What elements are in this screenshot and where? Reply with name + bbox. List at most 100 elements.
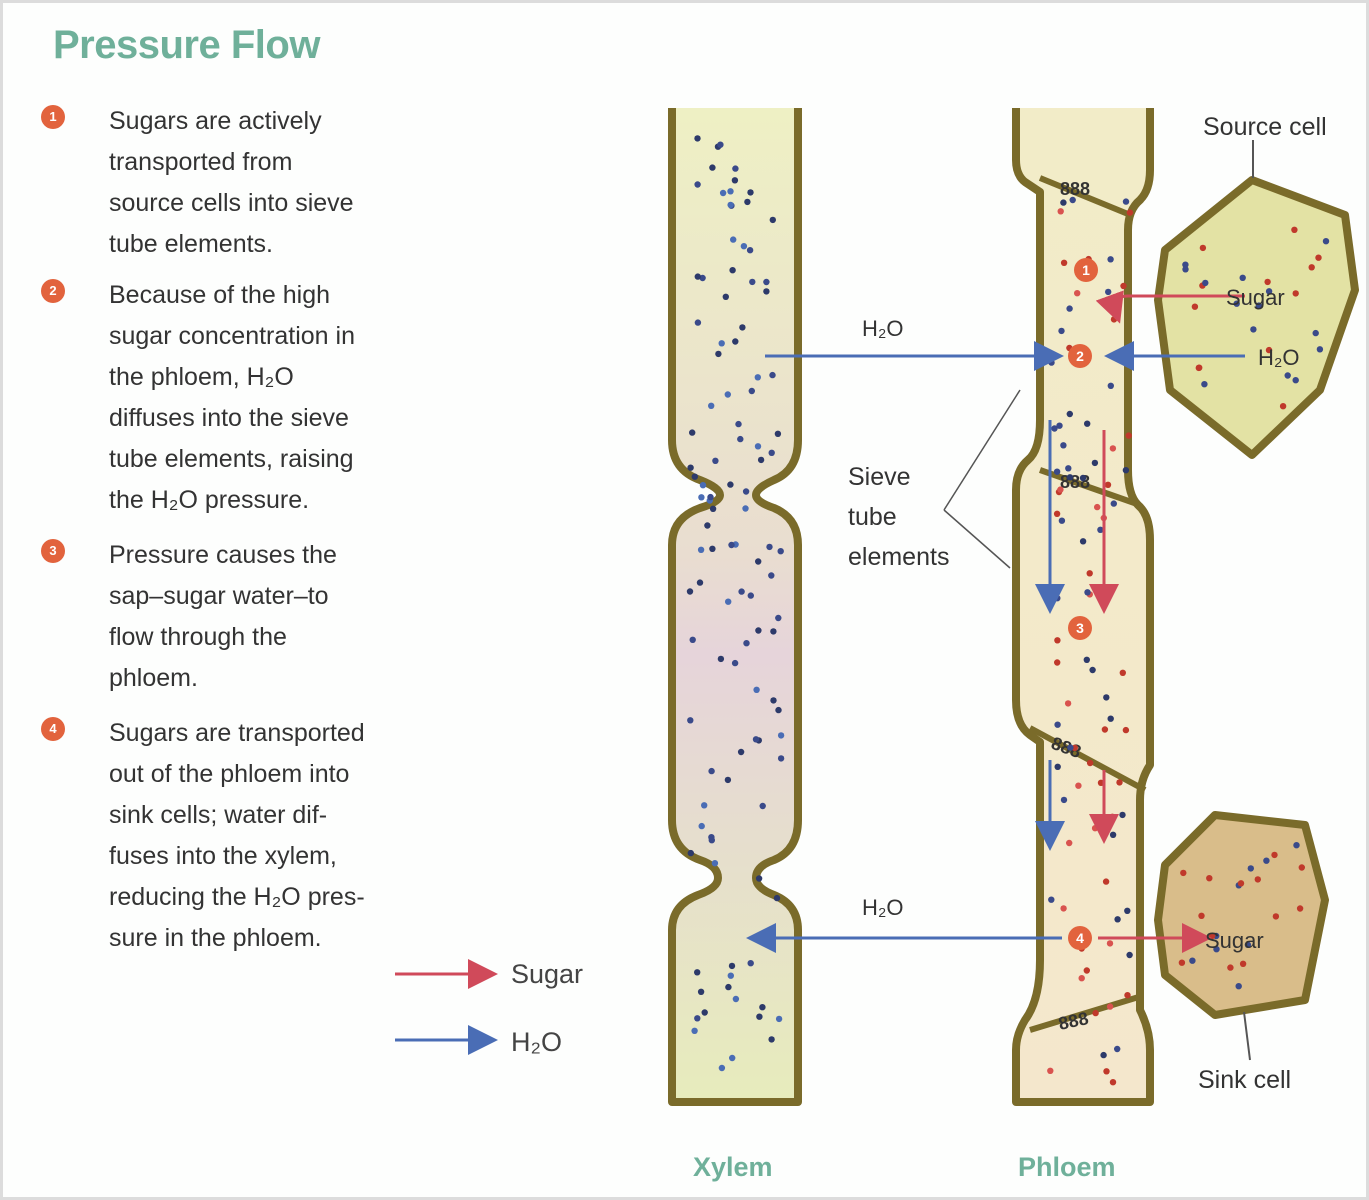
water-molecule xyxy=(738,588,745,595)
water-molecule xyxy=(769,216,776,224)
water-molecule xyxy=(694,181,701,188)
source-particle xyxy=(1315,254,1322,261)
sink-particle xyxy=(1198,912,1205,919)
water-molecule xyxy=(737,748,745,756)
water-molecule xyxy=(740,243,748,250)
sap-particle xyxy=(1122,726,1130,734)
water-molecule xyxy=(768,1036,775,1043)
sap-particle xyxy=(1126,209,1134,216)
water-molecule xyxy=(697,988,705,995)
sap-particle xyxy=(1066,839,1073,847)
sink-particle xyxy=(1237,880,1245,887)
water-molecule xyxy=(717,655,725,663)
sap-particle xyxy=(1109,831,1117,838)
water-molecule xyxy=(694,319,702,326)
water-molecule xyxy=(747,592,754,599)
step-text: Pressure causes the sap–sugar water–to f… xyxy=(109,541,337,692)
water-molecule xyxy=(728,541,735,549)
water-molecule xyxy=(732,995,740,1003)
sap-particle xyxy=(1110,500,1118,507)
water-molecule xyxy=(694,969,701,976)
water-molecule xyxy=(718,1064,726,1072)
water-molecule xyxy=(742,505,749,512)
water-molecule xyxy=(755,558,762,565)
sap-particle xyxy=(1054,659,1061,666)
water-molecule xyxy=(712,457,719,464)
sink-cell-label: Sink cell xyxy=(1198,1066,1291,1094)
step-marker: 2 xyxy=(41,279,65,303)
sap-particle xyxy=(1126,951,1133,959)
sap-particle xyxy=(1103,1068,1110,1075)
sap-particle xyxy=(1107,256,1114,263)
water-molecule xyxy=(754,374,761,381)
sink-particle xyxy=(1296,905,1304,912)
sap-particle xyxy=(1065,465,1072,472)
diagram-marker-2-label: 2 xyxy=(1076,348,1084,364)
sieve-tube-label-line: tube xyxy=(848,503,897,531)
step-text: Because of the high sugar concentration … xyxy=(109,281,355,514)
water-molecule xyxy=(731,177,739,184)
sap-particle xyxy=(1057,486,1064,493)
sink-particle xyxy=(1263,857,1270,864)
water-molecule xyxy=(725,983,732,991)
water-molecule xyxy=(686,588,694,595)
sap-particle xyxy=(1086,570,1093,577)
sap-particle xyxy=(1084,420,1091,427)
water-molecule xyxy=(766,543,773,551)
sink-particle xyxy=(1213,946,1220,953)
sap-particle xyxy=(1058,327,1065,335)
water-molecule xyxy=(727,481,734,488)
sap-particle xyxy=(1119,811,1126,819)
sap-particle xyxy=(1103,694,1110,701)
water-molecule xyxy=(755,875,763,882)
sap-particle xyxy=(1074,290,1081,297)
sap-particle xyxy=(1060,259,1068,266)
water-molecule xyxy=(770,697,777,704)
sap-particle xyxy=(1109,445,1117,452)
sieve-tube-label-line: Sieve xyxy=(848,463,911,491)
sap-particle xyxy=(1101,726,1109,733)
sap-particle xyxy=(1064,700,1072,707)
water-label-source: H₂O xyxy=(1258,345,1300,370)
sink-particle xyxy=(1178,959,1186,966)
water-molecule xyxy=(718,340,725,347)
sap-particle xyxy=(1086,759,1094,767)
sap-particle xyxy=(1056,422,1063,429)
diagram-marker-3-label: 3 xyxy=(1076,620,1084,636)
water-molecule xyxy=(753,686,760,693)
sap-particle xyxy=(1066,474,1074,481)
sap-particle xyxy=(1092,1009,1099,1017)
source-particle xyxy=(1201,381,1208,388)
water-molecule xyxy=(701,802,708,809)
source-particle xyxy=(1250,326,1257,333)
sieve-pointer-lower xyxy=(943,509,1011,569)
step-text: Sugars are transported out of the phloem… xyxy=(109,719,365,952)
water-molecule xyxy=(689,636,696,643)
water-molecule xyxy=(708,767,715,775)
sap-particle xyxy=(1106,940,1114,947)
sink-particles xyxy=(1178,842,1306,990)
sap-particle xyxy=(1124,907,1131,914)
water-molecule xyxy=(747,189,754,196)
water-molecule xyxy=(754,443,762,450)
water-molecule xyxy=(698,494,705,501)
sap-particle xyxy=(1091,459,1099,467)
water-molecule xyxy=(696,579,704,586)
source-particle xyxy=(1312,329,1319,337)
sugar-label-source: Sugar xyxy=(1226,285,1285,310)
water-molecule xyxy=(687,464,694,471)
water-molecule xyxy=(743,640,750,647)
legend-water-label: H₂O xyxy=(511,1027,562,1057)
water-molecule xyxy=(689,429,696,436)
water-molecule xyxy=(742,488,750,495)
sap-particle xyxy=(1053,468,1061,475)
water-molecule xyxy=(768,572,775,579)
water-molecule xyxy=(739,324,746,331)
water-molecule xyxy=(708,834,715,841)
water-molecule xyxy=(719,189,727,197)
sap-particle xyxy=(1084,589,1091,596)
phloem-label: Phloem xyxy=(1018,1152,1116,1182)
sink-particle xyxy=(1227,964,1234,971)
water-molecule xyxy=(724,391,731,398)
